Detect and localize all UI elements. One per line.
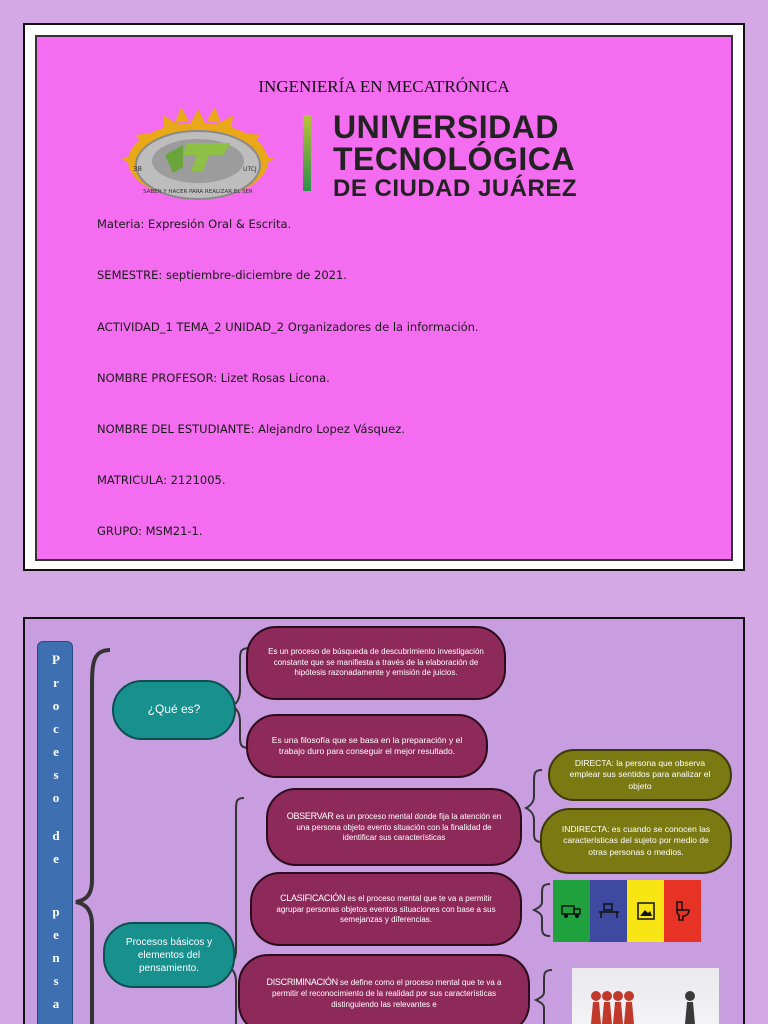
toilet-icon [675,901,690,921]
university-line-2: TECNOLÓGICA [333,141,575,177]
info-materia: Materia: Expresión Oral & Escrita. [97,217,292,231]
discriminacion-definition: se define como el proceso mental que te … [271,978,502,1009]
directa-node: DIRECTA: la persona que observa emplear … [548,749,732,801]
que-es-definition-1: Es un proceso de búsqueda de descubrimie… [246,626,506,700]
vertical-letter: o [52,698,60,713]
swatch-yellow [627,880,664,942]
vertical-letter: o [52,790,60,805]
seal-number: 38 [133,165,142,173]
university-seal-icon: 38 UTCJ SABER Y HACER PARA REALIZAR EL S… [121,107,275,200]
cover-panel: INGENIERÍA EN MECATRÓNICA [35,35,733,561]
seal-acronym: UTCJ [243,166,257,173]
pawns-image [572,968,719,1024]
cover-page: INGENIERÍA EN MECATRÓNICA [23,23,745,571]
clasificacion-node: CLASIFICACIÓN es el proceso mental que t… [250,872,522,946]
university-name: UNIVERSIDAD TECNOLÓGICA DE CIUDAD JUÁREZ [333,111,577,201]
info-estudiante: NOMBRE DEL ESTUDIANTE: Alejandro Lopez V… [97,422,405,436]
vertical-letter: e [53,851,59,866]
info-matricula: MATRICULA: 2121005. [97,473,226,487]
observar-definition: es un proceso mental donde fija la atenc… [296,811,502,843]
pawns-icon [591,991,695,1024]
que-es-definition-2: Es una filosofía que se basa en la prepa… [246,714,488,778]
swatch-red [664,880,701,942]
vertical-letter: s [53,973,59,988]
vertical-letter: n [52,950,60,965]
vertical-letter: s [53,767,59,782]
vertical-letter: c [53,721,59,736]
vertical-letter: e [53,744,59,759]
info-profesor: NOMBRE PROFESOR: Lizet Rosas Licona. [97,371,330,385]
career-title: INGENIERÍA EN MECATRÓNICA [258,77,510,96]
vertical-letter: r [53,675,59,690]
vertical-letter: p [52,904,60,919]
logo-divider [303,115,311,191]
vertical-letter: e [53,927,59,942]
observar-node: OBSERVAR es un proceso mental donde fija… [266,788,522,866]
swatch-blue [590,880,627,942]
info-grupo: GRUPO: MSM21-1. [97,524,203,538]
que-es-node: ¿Qué es? [112,680,236,740]
university-logo: 38 UTCJ SABER Y HACER PARA REALIZAR EL S… [103,103,683,203]
vertical-letter: d [52,828,60,843]
info-actividad: ACTIVIDAD_1 TEMA_2 UNIDAD_2 Organizadore… [97,320,479,334]
vertical-letter: a [52,996,60,1011]
indirecta-node: INDIRECTA: es cuando se conocen las cara… [540,808,732,874]
clasificacion-definition: es el proceso mental que te va a permiti… [276,893,496,925]
procesos-node: Procesos básicos y elementos del pensami… [103,922,235,988]
vertical-letter: m [38,1019,74,1024]
picture-icon [636,902,655,920]
vertical-letter: P [52,652,60,667]
swatch-green [553,880,590,942]
truck-icon [560,905,581,918]
info-semestre: SEMESTRE: septiembre-diciembre de 2021. [97,268,347,282]
clasificacion-term: CLASIFICACIÓN [280,892,346,903]
vertical-title: P r o c e s o d e p e n s a m [37,641,73,1024]
observar-term: OBSERVAR [286,810,334,821]
university-line-3: DE CIUDAD JUÁREZ [333,175,578,202]
university-line-1: UNIVERSIDAD [333,109,559,145]
seal-motto: SABER Y HACER PARA REALIZAR EL SER [143,189,253,195]
discriminacion-term: DISCRIMINACIÓN [266,977,339,987]
discriminacion-node: DISCRIMINACIÓN se define como el proceso… [238,954,530,1024]
desk-icon [598,903,619,918]
